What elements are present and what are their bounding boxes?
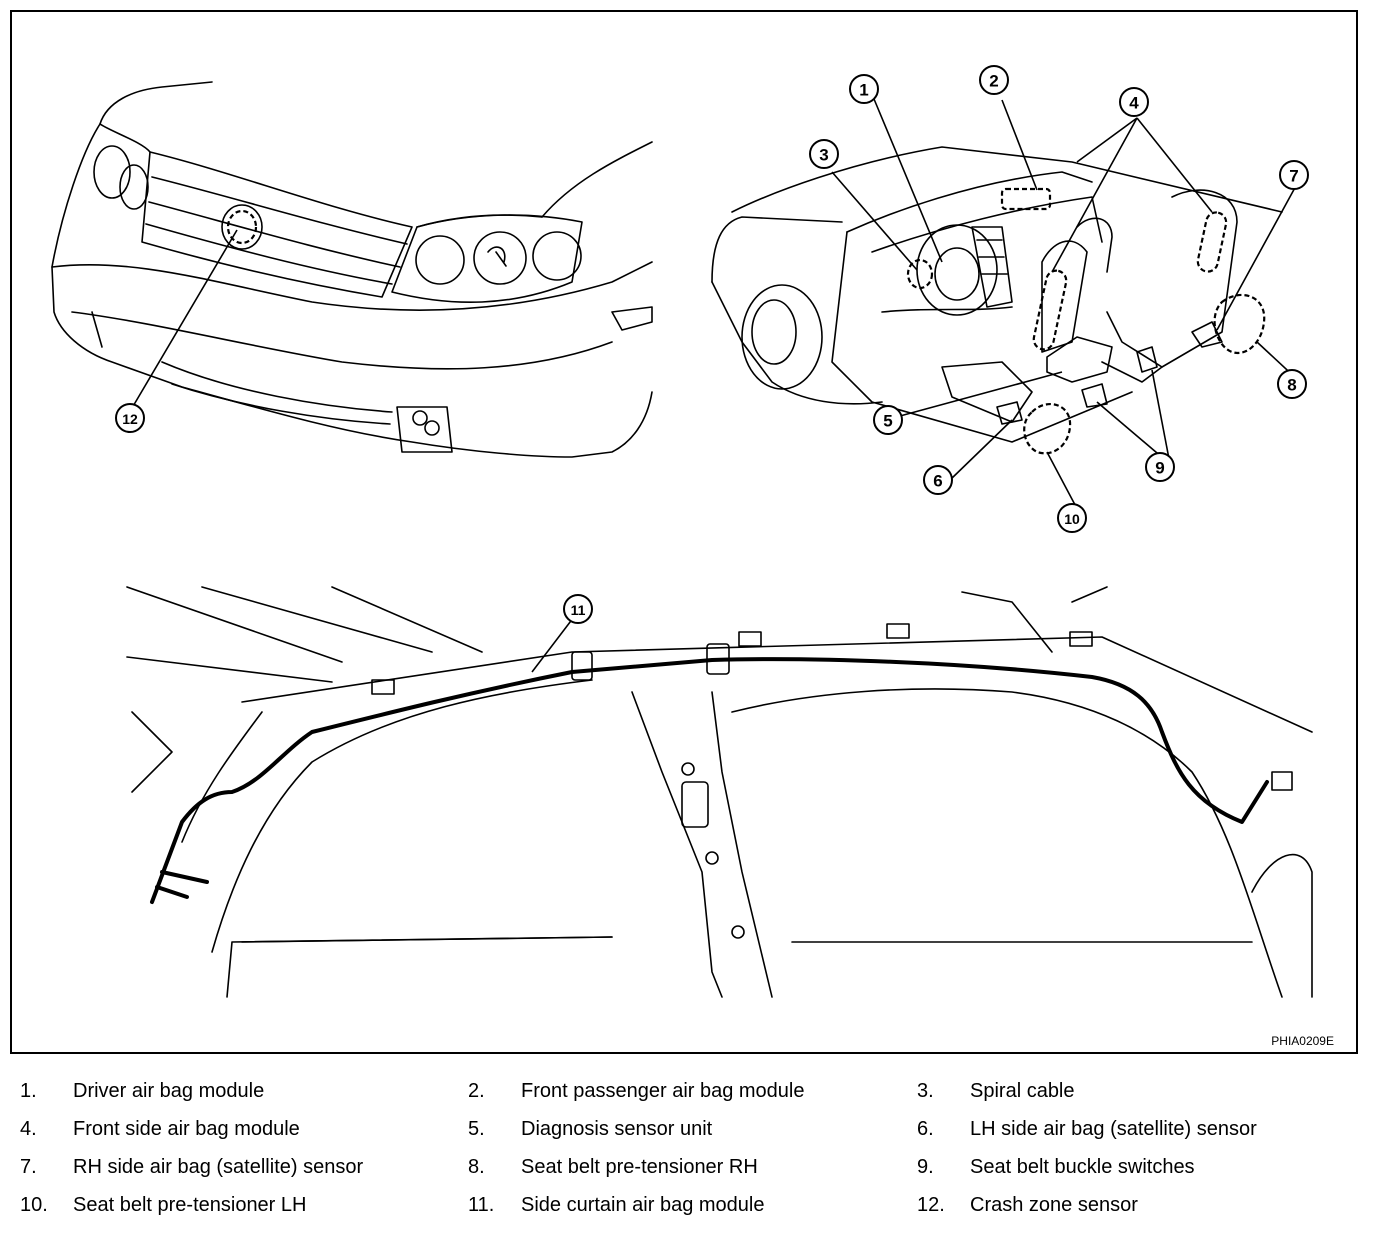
- callout-3-label: 3: [819, 146, 828, 165]
- car-interior-view: [711, 146, 1283, 455]
- legend-num: 7.: [20, 1156, 37, 1178]
- legend-label: Front passenger air bag module: [521, 1080, 805, 1102]
- legend-num: 2.: [468, 1080, 485, 1102]
- legend-label: Seat belt buckle switches: [970, 1156, 1195, 1178]
- legend-num: 5.: [468, 1118, 485, 1140]
- callout-10: 10: [1057, 503, 1087, 533]
- legend-label: Seat belt pre-tensioner RH: [521, 1156, 758, 1178]
- diagram-drawing: 1 2 3 4 5 6 7 8: [51, 65, 1313, 998]
- legend-num: 9.: [917, 1156, 934, 1178]
- legend-num: 4.: [20, 1118, 37, 1140]
- legend-label: RH side air bag (satellite) sensor: [73, 1156, 364, 1178]
- legend-num: 10.: [20, 1194, 48, 1216]
- figure-code: PHIA0209E: [1271, 1034, 1334, 1048]
- legend-num: 1.: [20, 1080, 37, 1102]
- callout-12: 12: [115, 403, 145, 433]
- callout-3: 3: [809, 139, 839, 169]
- callout-1-label: 1: [859, 81, 868, 100]
- legend-label: Seat belt pre-tensioner LH: [73, 1194, 307, 1216]
- callout-7-label: 7: [1289, 167, 1298, 186]
- callout-9-label: 9: [1155, 459, 1164, 478]
- legend-label: Front side air bag module: [73, 1118, 300, 1140]
- callout-10-label: 10: [1064, 511, 1080, 527]
- legend-num: 6.: [917, 1118, 934, 1140]
- callout-4: 4: [1119, 87, 1149, 117]
- callout-11-label: 11: [571, 602, 586, 618]
- callout-5: 5: [873, 405, 903, 435]
- callout-6-label: 6: [933, 472, 942, 491]
- legend-label: LH side air bag (satellite) sensor: [970, 1118, 1257, 1140]
- legend-num: 3.: [917, 1080, 934, 1102]
- callout-9: 9: [1145, 452, 1175, 482]
- legend-label: Spiral cable: [970, 1080, 1075, 1102]
- legend-label: Crash zone sensor: [970, 1194, 1138, 1216]
- side-curtain-view: [126, 586, 1313, 998]
- callout-5-label: 5: [883, 412, 892, 431]
- callout-2-label: 2: [989, 72, 998, 91]
- callout-6: 6: [923, 465, 953, 495]
- callout-7: 7: [1279, 160, 1309, 190]
- legend-num: 12.: [917, 1194, 945, 1216]
- diagram-figure: 1 2 3 4 5 6 7 8: [10, 10, 1358, 1054]
- car-front-view: [51, 81, 653, 458]
- callout-12-label: 12: [122, 411, 138, 427]
- callout-11: 11: [563, 594, 593, 624]
- legend-label: Driver air bag module: [73, 1080, 265, 1102]
- legend-label: Side curtain air bag module: [521, 1194, 765, 1216]
- legend-label: Diagnosis sensor unit: [521, 1118, 713, 1140]
- callout-8: 8: [1277, 369, 1307, 399]
- leader-lines: [131, 98, 1301, 673]
- legend-num: 11.: [468, 1194, 495, 1216]
- callout-4-label: 4: [1129, 94, 1139, 113]
- callout-8-label: 8: [1287, 376, 1296, 395]
- legend-num: 8.: [468, 1156, 485, 1178]
- callout-2: 2: [979, 65, 1009, 95]
- callout-1: 1: [849, 74, 879, 104]
